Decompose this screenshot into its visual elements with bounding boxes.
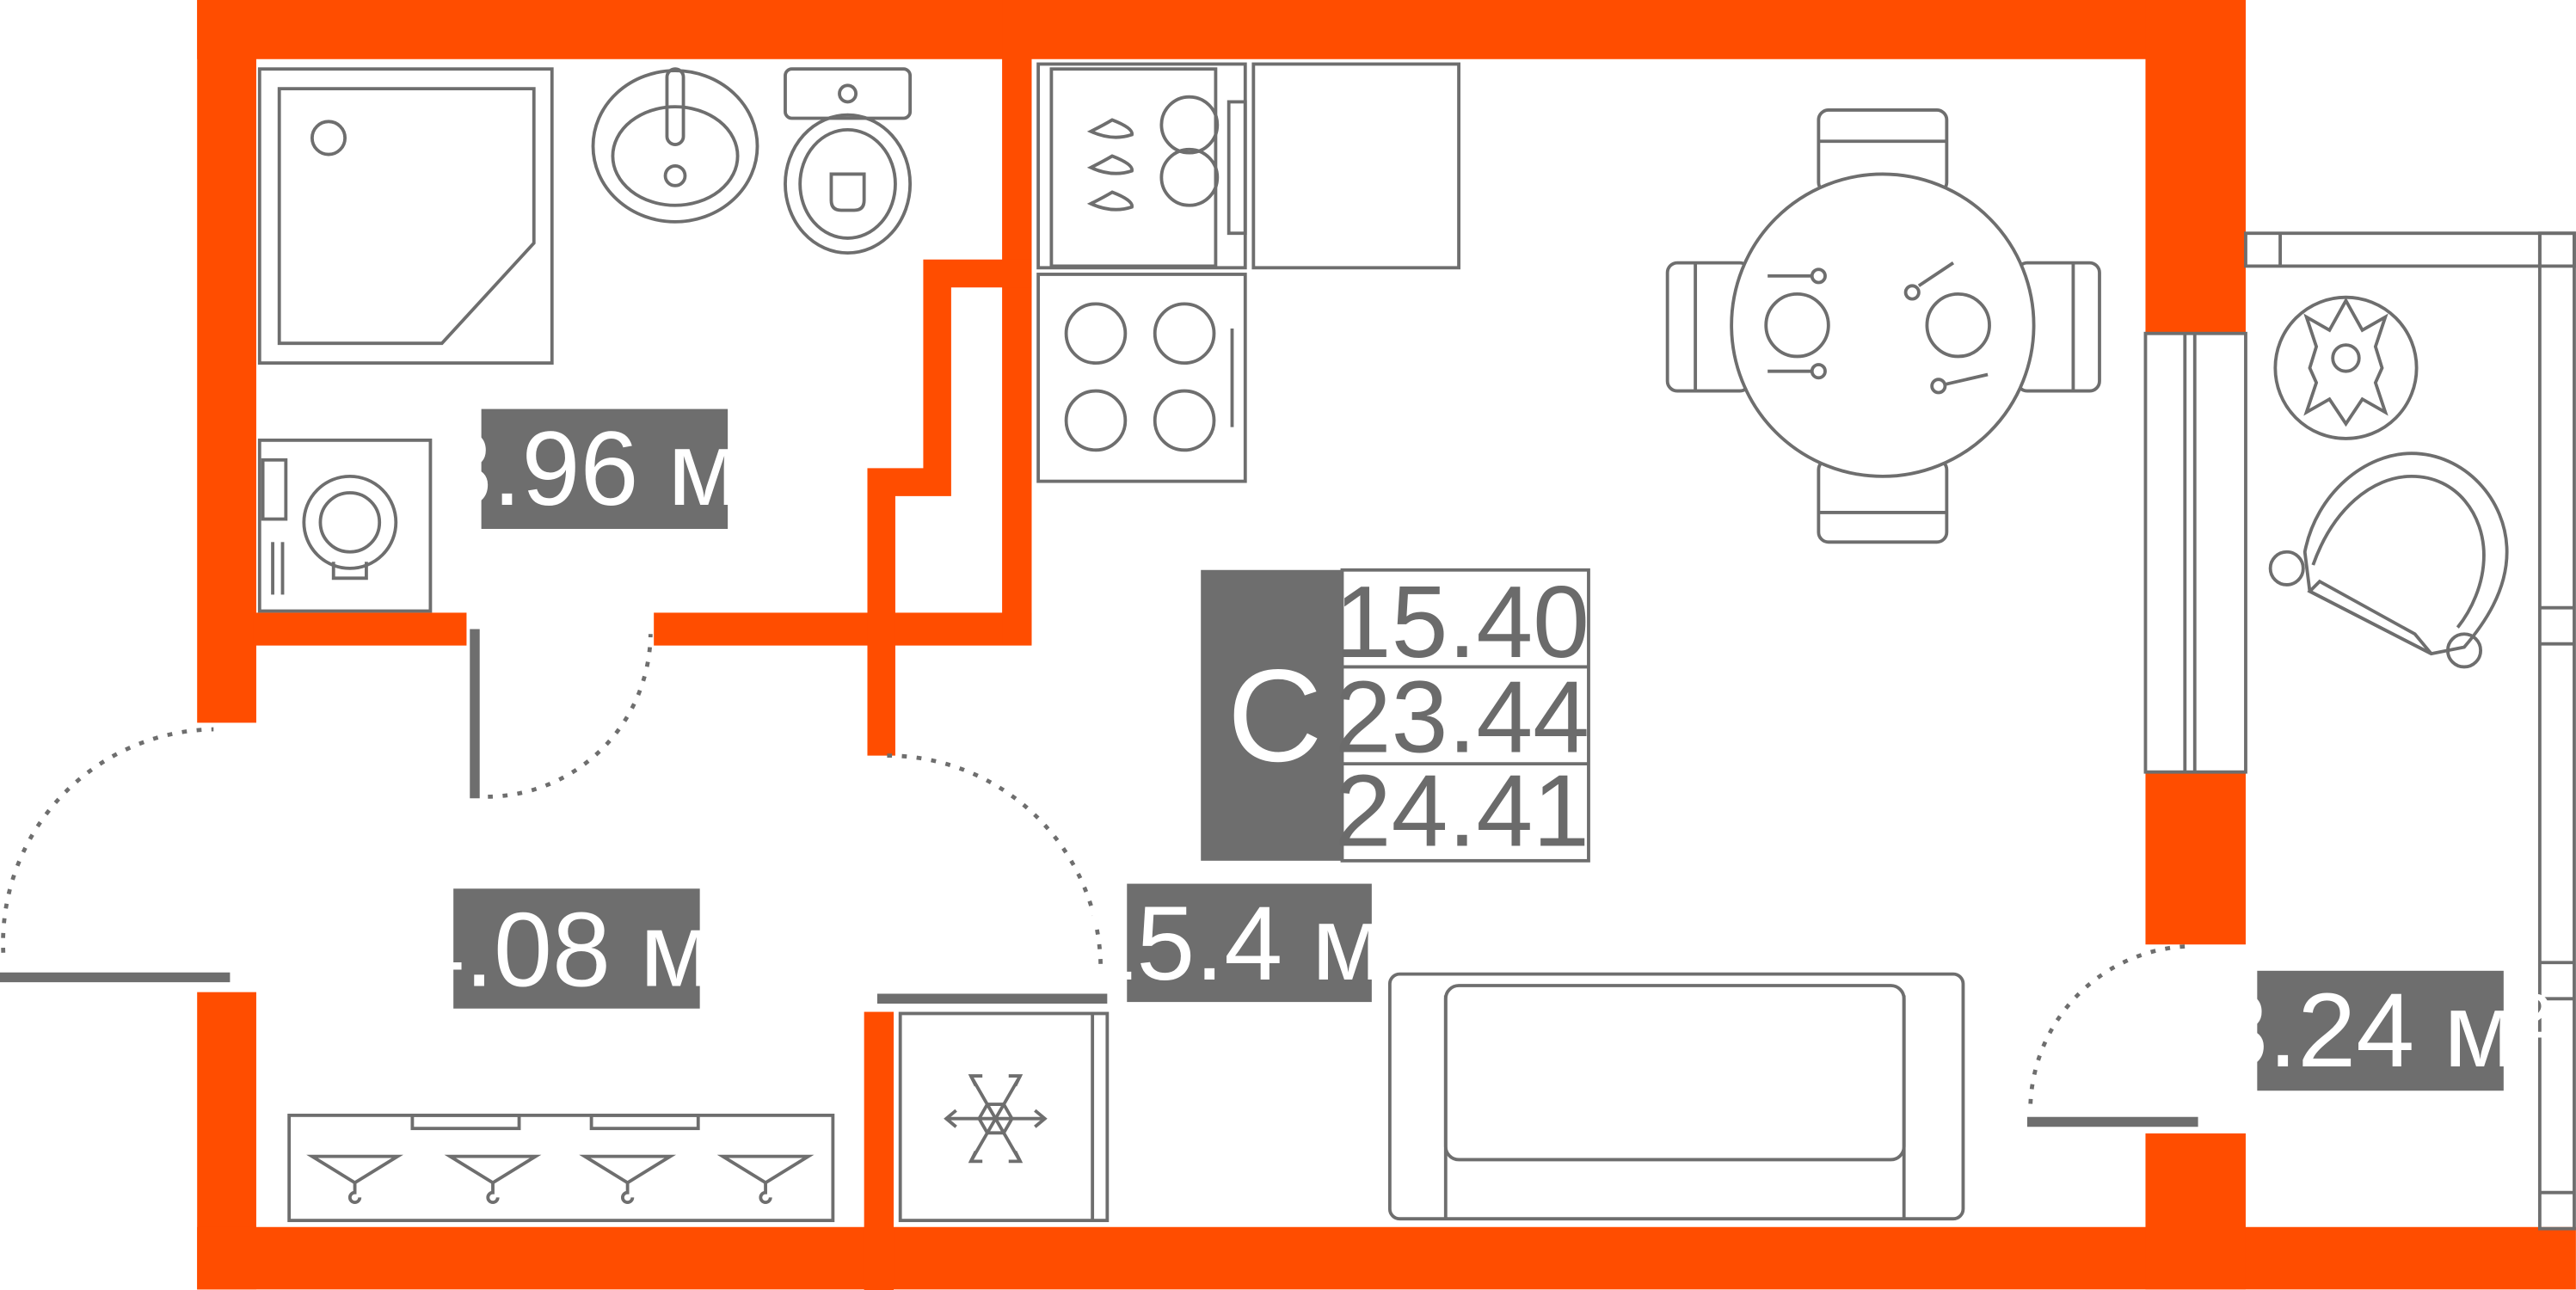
wall-shaft: [867, 259, 1032, 756]
hanger-icon: [579, 1154, 677, 1204]
wall-right-mid: [2145, 771, 2246, 945]
sofa-icon: [1387, 972, 1965, 1221]
wall-right-upper: [2145, 0, 2246, 334]
fridge-icon: [898, 1011, 1110, 1223]
summary-table: С 15.40 23.44 24.41: [1201, 566, 1590, 869]
wall-kitchen-lower: [864, 1011, 895, 1290]
sink-icon: [591, 67, 759, 224]
door-swing-icon: [876, 753, 1108, 1004]
furniture: [257, 62, 2509, 1223]
plant-icon: [2273, 295, 2419, 440]
area-label-balcony: 3.24 м²: [2210, 970, 2551, 1091]
door-swing-icon: [2026, 943, 2198, 1127]
wall-top: [197, 0, 2246, 59]
wardrobe-icon: [287, 1113, 835, 1223]
doors: [0, 629, 2198, 1127]
summary-value-total: 23.44: [1335, 661, 1589, 775]
walls: [197, 0, 2576, 1290]
wall-bath-bottom-left: [253, 612, 467, 646]
wall-right-lower: [2145, 1133, 2246, 1290]
hanger-icon: [444, 1154, 542, 1204]
area-text: 3.24 м²: [2210, 971, 2551, 1089]
toilet-icon: [784, 67, 913, 255]
shower-icon: [257, 67, 554, 366]
hanger-icon: [716, 1154, 815, 1204]
window-icon: [2244, 231, 2576, 1231]
area-text: 4.08 м²: [406, 890, 747, 1008]
wall-bath-right: [1002, 0, 1032, 644]
door-swing-icon: [470, 629, 653, 799]
door-swing-icon: [0, 727, 231, 983]
area-text: 15.4 м²: [1078, 884, 1419, 1002]
counter-icon: [1251, 62, 1460, 270]
wall-bath-bottom-right: [654, 612, 1032, 646]
window-icon: [2143, 331, 2247, 774]
area-label-hallway: 4.08 м²: [406, 888, 747, 1009]
area-label-bathroom: 3.96 м²: [434, 408, 776, 530]
stove-icon: [1036, 273, 1247, 483]
hanger-icon: [306, 1154, 403, 1204]
washing-machine-icon: [257, 438, 433, 613]
summary-value-with-balcony: 24.41: [1335, 755, 1589, 869]
dining-table-icon: [1665, 108, 2101, 544]
summary-value-living: 15.40: [1335, 566, 1589, 679]
wall-left-upper: [197, 0, 256, 723]
area-label-living: 15.4 м²: [1078, 883, 1419, 1003]
windows: [2143, 231, 2576, 1231]
area-text: 3.96 м²: [434, 409, 776, 527]
oven-icon: [1036, 62, 1247, 270]
armchair-icon: [2268, 452, 2509, 669]
apartment-type-letter: С: [1227, 643, 1322, 789]
